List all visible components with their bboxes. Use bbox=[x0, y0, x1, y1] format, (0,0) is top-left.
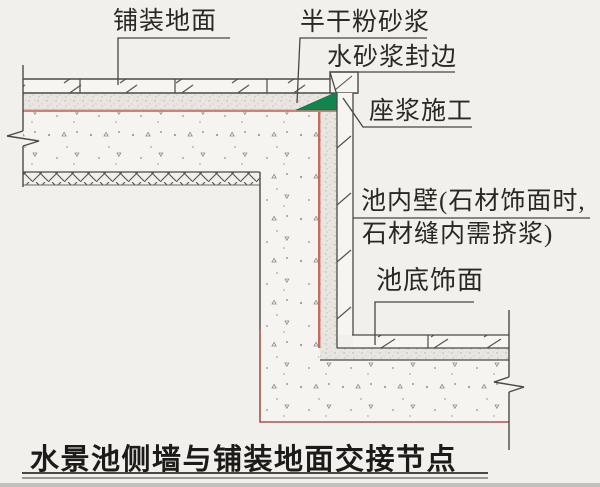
semi-dry-mortar-layer bbox=[23, 93, 337, 111]
wall-stone-facing bbox=[337, 93, 353, 335]
leader-edge-seal bbox=[329, 71, 455, 93]
left-break-symbol bbox=[6, 130, 40, 147]
label-bedding-mortar: 座浆施工 bbox=[369, 98, 474, 125]
floor-bedding-mortar-layer bbox=[320, 348, 509, 360]
concrete-slab-top bbox=[23, 112, 319, 172]
wall-floor-outline-red bbox=[259, 330, 509, 423]
leader-paving-ground bbox=[117, 37, 230, 85]
leader-semi-dry-mortar bbox=[296, 37, 427, 104]
drawing-title: 水景池侧墙与铺装地面交接节点 bbox=[30, 442, 458, 476]
leader-pool-bottom-finish bbox=[374, 301, 474, 345]
label-paving-ground: 铺装地面 bbox=[113, 8, 218, 35]
waterproof-line-wall bbox=[318, 112, 321, 348]
label-semi-dry-mortar: 半干粉砂浆 bbox=[300, 9, 431, 36]
label-pool-inner-wall-line2: 石材缝内需挤浆) bbox=[362, 221, 554, 248]
floor-stone-facing bbox=[353, 335, 509, 348]
wall-bedding-mortar-layer bbox=[320, 93, 337, 360]
waterproof-line-horizontal bbox=[23, 109, 337, 112]
image-bottom-border bbox=[0, 483, 600, 487]
leader-bedding-mortar bbox=[342, 97, 472, 128]
paving-layer bbox=[23, 79, 330, 93]
label-pool-bottom-finish: 池底饰面 bbox=[376, 266, 485, 295]
right-break-symbol bbox=[493, 376, 525, 393]
compacted-soil-hatch bbox=[23, 172, 260, 185]
title-underline bbox=[22, 472, 488, 480]
label-pool-inner-wall-line1: 池内壁(石材饰面时, bbox=[361, 188, 586, 215]
concrete-pool-floor bbox=[260, 360, 509, 423]
label-water-mortar-edge-seal: 水砂浆封边 bbox=[327, 44, 458, 71]
coping-hatch-tick bbox=[334, 75, 353, 91]
